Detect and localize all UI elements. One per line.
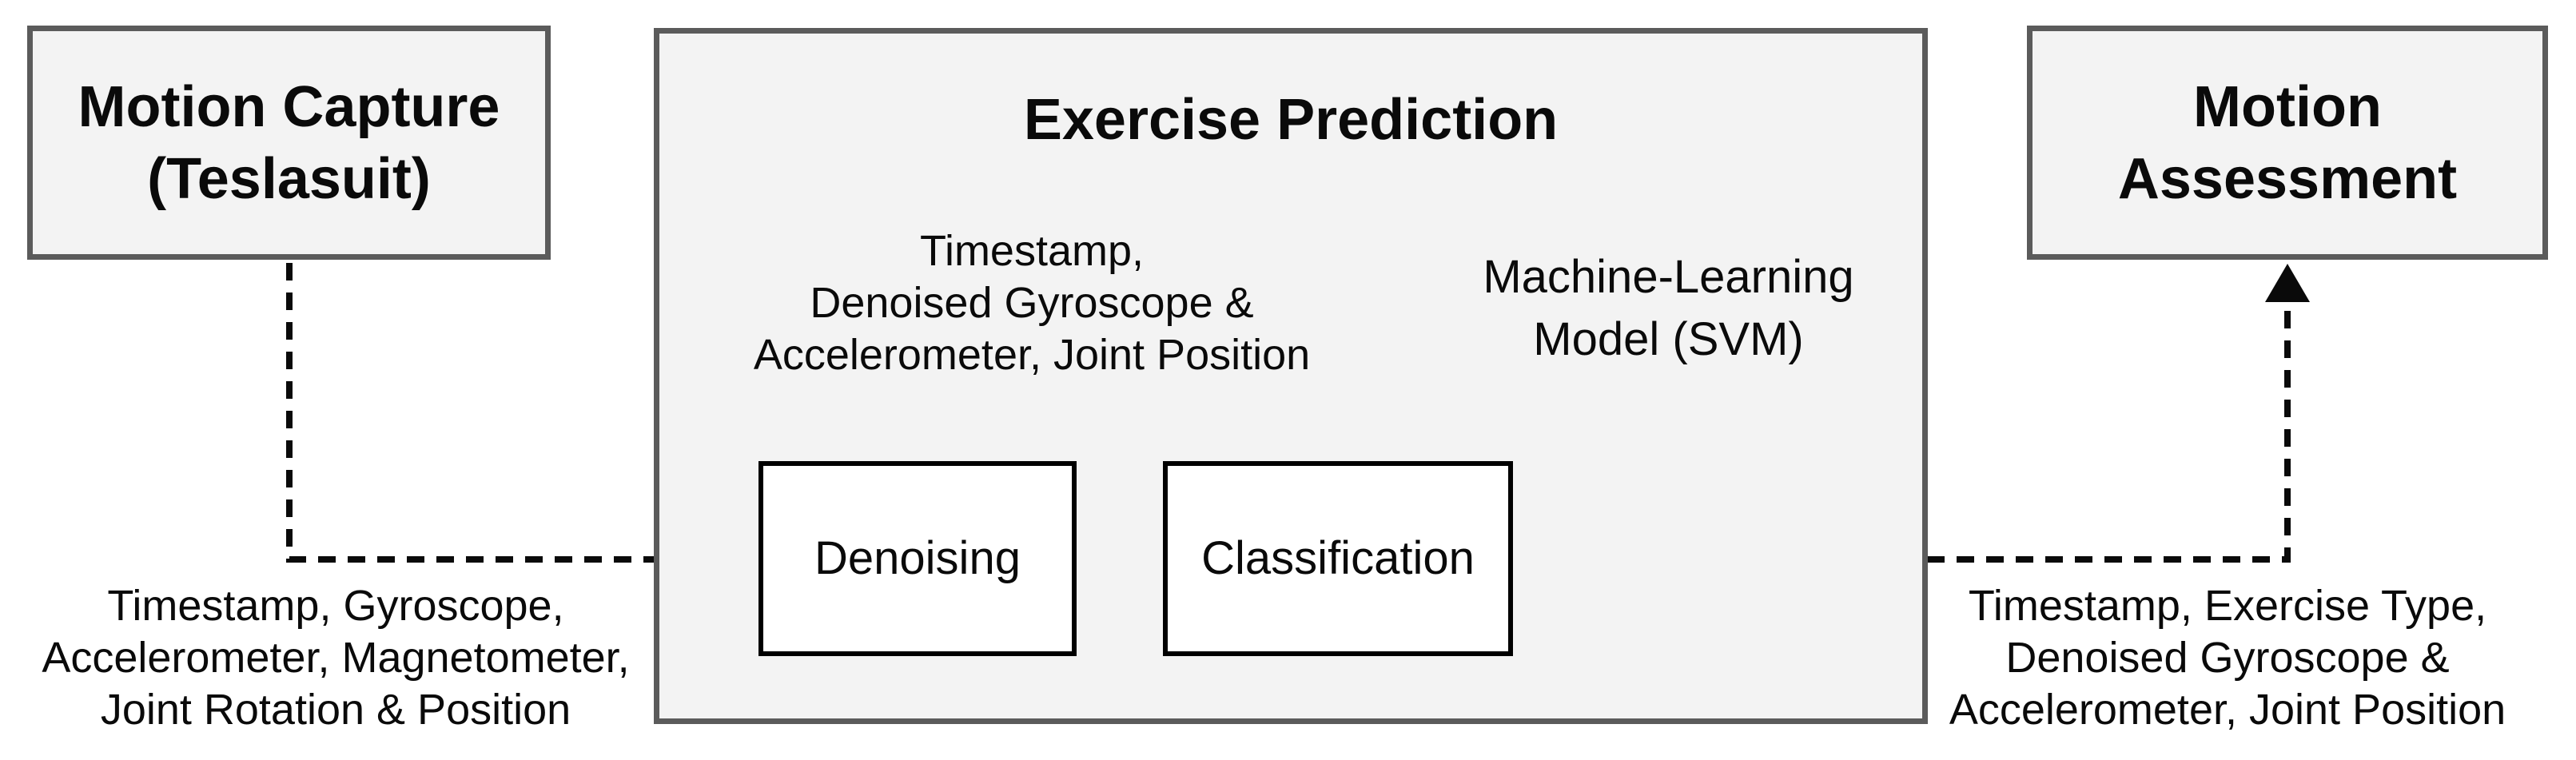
denoised-stream-line1: Timestamp, <box>919 227 1145 275</box>
output-stream-label: Timestamp, Exercise Type, Denoised Gyros… <box>1908 580 2547 736</box>
raw-stream-line3: Joint Rotation & Position <box>100 686 571 734</box>
raw-stream-line1: Timestamp, Gyroscope, <box>107 582 564 630</box>
denoised-stream-line2: Denoised Gyroscope & <box>810 279 1254 327</box>
motion-capture-title-line1: Motion Capture <box>78 74 500 139</box>
denoised-stream-line3: Accelerometer, Joint Position <box>753 331 1311 379</box>
denoised-stream-label: Timestamp, Denoised Gyroscope & Accelero… <box>676 225 1388 381</box>
motion-assessment-title-line2: Assessment <box>2117 146 2458 211</box>
ml-model-box: Machine-Learning Model (SVM) <box>1455 211 1882 405</box>
denoising-label: Denoising <box>814 532 1021 584</box>
output-stream-line2: Denoised Gyroscope & <box>2005 634 2450 682</box>
classification-label: Classification <box>1201 532 1475 584</box>
motion-capture-title-line2: (Teslasuit) <box>147 146 431 211</box>
exercise-prediction-title: Exercise Prediction <box>1023 88 1559 152</box>
output-stream-line3: Accelerometer, Joint Position <box>1949 686 2506 734</box>
motion-capture-box: Motion Capture (Teslasuit) <box>27 26 551 260</box>
output-stream-line1: Timestamp, Exercise Type, <box>1968 582 2487 630</box>
denoising-box: Denoising <box>758 461 1077 656</box>
classification-box: Classification <box>1163 461 1513 656</box>
raw-stream-label: Timestamp, Gyroscope, Accelerometer, Mag… <box>16 580 655 736</box>
raw-stream-line2: Accelerometer, Magnetometer, <box>42 634 630 682</box>
ml-model-label-line2: Model (SVM) <box>1533 312 1804 365</box>
ml-model-label-line1: Machine-Learning <box>1483 250 1854 303</box>
motion-assessment-box: Motion Assessment <box>2027 26 2548 260</box>
arrowhead-up-icon <box>2265 264 2310 302</box>
motion-assessment-title-line1: Motion <box>2193 74 2382 139</box>
